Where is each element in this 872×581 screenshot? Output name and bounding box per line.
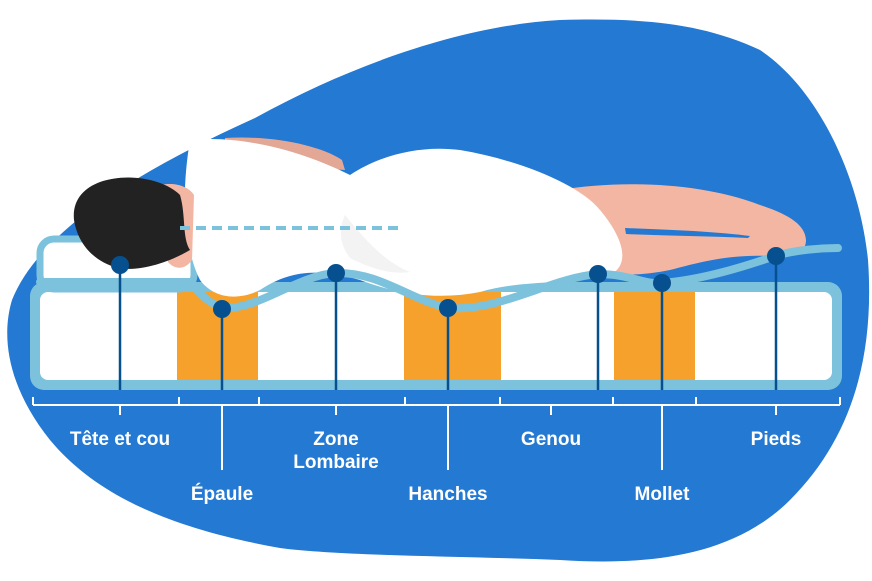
zone-label-line: Zone (313, 429, 359, 450)
marker-dot-tete (111, 256, 129, 274)
marker-dot-genou (589, 265, 607, 283)
zone-label-mollet: Mollet (635, 483, 690, 506)
hair (73, 177, 190, 269)
firm-zone-mollet (614, 292, 695, 380)
garment-fold (340, 215, 410, 273)
zone-label-line: Mollet (634, 484, 690, 505)
zone-label-line: Épaule (190, 484, 254, 505)
zone-label-line: Tête et cou (69, 429, 171, 450)
zone-label-line: Pieds (750, 429, 802, 450)
zone-label-hanches: Hanches (408, 483, 487, 506)
zone-label-pieds: Pieds (751, 428, 802, 451)
garment (184, 139, 623, 297)
zone-label-epaule: Épaule (191, 483, 253, 506)
marker-dot-lombaire (327, 264, 345, 282)
leg-gap (625, 228, 750, 238)
zone-markers (111, 247, 785, 470)
marker-dot-hanches (439, 299, 457, 317)
marker-dot-epaule (213, 300, 231, 318)
mattress-contour (36, 244, 842, 313)
marker-dot-mollet (653, 274, 671, 292)
zone-label-line: Hanches (408, 484, 488, 505)
zone-label-tete: Tête et cou (70, 428, 170, 451)
marker-dot-pieds (767, 247, 785, 265)
zone-label-genou: Genou (521, 428, 581, 451)
zone-label-line: Lombaire (293, 452, 379, 473)
zone-label-line: Genou (520, 429, 582, 450)
scale-axis (32, 397, 841, 406)
